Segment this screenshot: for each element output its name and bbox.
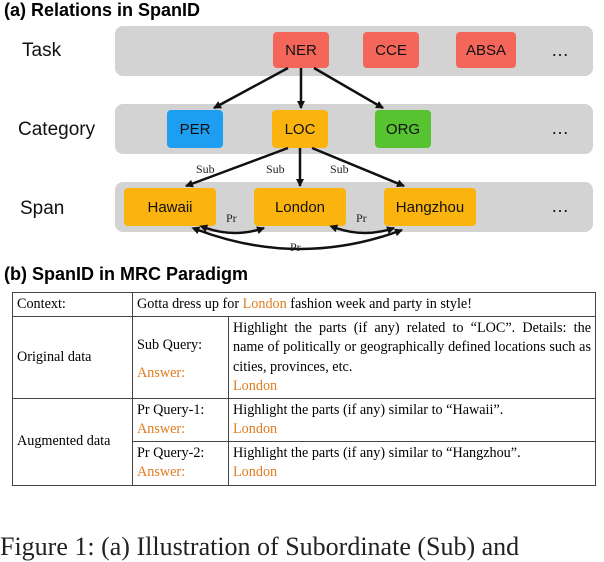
category-node-loc <box>272 110 328 148</box>
task-node-cce-label: CCE <box>375 42 407 59</box>
category-row-band <box>115 104 593 154</box>
category-node-per-label: PER <box>180 121 211 138</box>
pr-query-1-cell: Pr Query-1: Answer: <box>132 397 229 443</box>
span-node-hangzhou-label: Hangzhou <box>396 199 464 216</box>
span-node-hawaii <box>124 188 216 226</box>
span-row-more: … <box>551 196 569 216</box>
pr-query-1-content: Highlight the parts (if any) similar to … <box>228 397 596 443</box>
task-row-label: Task <box>22 40 62 61</box>
pr-answer-1-label: Answer: <box>137 421 186 438</box>
category-node-org <box>375 110 431 148</box>
augmented-row-2: Pr Query-2: Answer: Highlight the parts … <box>13 441 596 486</box>
pr-query-2-cell: Pr Query-2: Answer: <box>132 441 229 486</box>
category-row-label: Category <box>18 119 96 140</box>
sub-answer-label: Answer: <box>137 365 186 382</box>
pr-answer-2-label: Answer: <box>137 464 186 481</box>
span-node-london <box>254 188 346 226</box>
pr-query-2-text: Highlight the parts (if any) similar to … <box>233 445 521 462</box>
span-row-label: Span <box>20 198 64 219</box>
context-row: Context: Gotta dress up for London fashi… <box>12 291 596 318</box>
context-before: Gotta dress up for <box>137 296 243 312</box>
category-node-loc-label: LOC <box>285 121 316 138</box>
task-node-cce <box>363 32 419 68</box>
task-node-absa-label: ABSA <box>466 42 506 59</box>
edge-ner-org <box>313 66 384 110</box>
augmented-data-label: Augmented data <box>12 397 133 486</box>
pr-query-2-content: Highlight the parts (if any) similar to … <box>228 441 596 486</box>
augmented-row-1: Augmented data Pr Query-1: Answer: Highl… <box>12 397 596 486</box>
relations-diagram: Task Category Span NER CCE ABSA … PER LO… <box>18 26 593 254</box>
sub-edge-label-london: Sub <box>266 162 285 176</box>
original-data-label: Original data <box>12 316 133 399</box>
context-label: Context: <box>12 291 133 318</box>
pr-query-2-label: Pr Query-2: <box>137 445 205 462</box>
edge-loc-hawaii <box>185 146 289 188</box>
category-node-per <box>167 110 223 148</box>
pr-edge-label-hawaii-london: Pr <box>226 211 237 225</box>
sub-query-cell: Sub Query: Answer: <box>132 316 229 399</box>
pr-query-1-text: Highlight the parts (if any) similar to … <box>233 401 504 418</box>
span-node-hawaii-label: Hawaii <box>147 199 192 216</box>
category-node-org-label: ORG <box>386 121 420 138</box>
mrc-table: Context: Gotta dress up for London fashi… <box>12 291 596 486</box>
section-b-title: (b) SpanID in MRC Paradigm <box>4 264 249 284</box>
edge-loc-hangzhou <box>311 146 405 188</box>
task-node-ner-label: NER <box>285 42 317 59</box>
pr-query-1-label: Pr Query-1: <box>137 401 205 418</box>
pr-edge-label-hawaii-hangzhou: Pr <box>290 240 301 254</box>
section-a-title: (a) Relations in SpanID <box>4 0 201 20</box>
sub-edge-label-hawaii: Sub <box>196 162 215 176</box>
edge-ner-per <box>213 66 289 110</box>
sub-query-content: Highlight the parts (if any) related to … <box>228 316 596 399</box>
task-node-absa <box>456 32 516 68</box>
task-node-ner <box>273 32 329 68</box>
task-row-band <box>115 26 593 76</box>
span-node-london-label: London <box>275 199 325 216</box>
sub-answer-value: London <box>233 377 278 394</box>
context-text: Gotta dress up for London fashion week a… <box>132 291 596 318</box>
pr-edge-label-london-hangzhou: Pr <box>356 211 367 225</box>
category-row-more: … <box>551 118 569 138</box>
pr-answer-2-value: London <box>233 464 278 481</box>
sub-edge-label-hangzhou: Sub <box>330 162 349 176</box>
sub-query-label: Sub Query: <box>137 337 203 354</box>
context-after: fashion week and party in style! <box>286 296 472 312</box>
edge-hawaii-hangzhou <box>191 226 403 251</box>
pr-answer-1-value: London <box>233 421 278 438</box>
sub-query-text: Highlight the parts (if any) related to … <box>233 320 591 375</box>
context-highlight: London <box>242 296 287 312</box>
figure-caption: Figure 1: (a) Illustration of Subordinat… <box>0 532 520 561</box>
span-node-hangzhou <box>384 188 476 226</box>
original-data-row: Original data Sub Query: Answer: Highlig… <box>12 316 596 399</box>
task-row-more: … <box>551 40 569 60</box>
